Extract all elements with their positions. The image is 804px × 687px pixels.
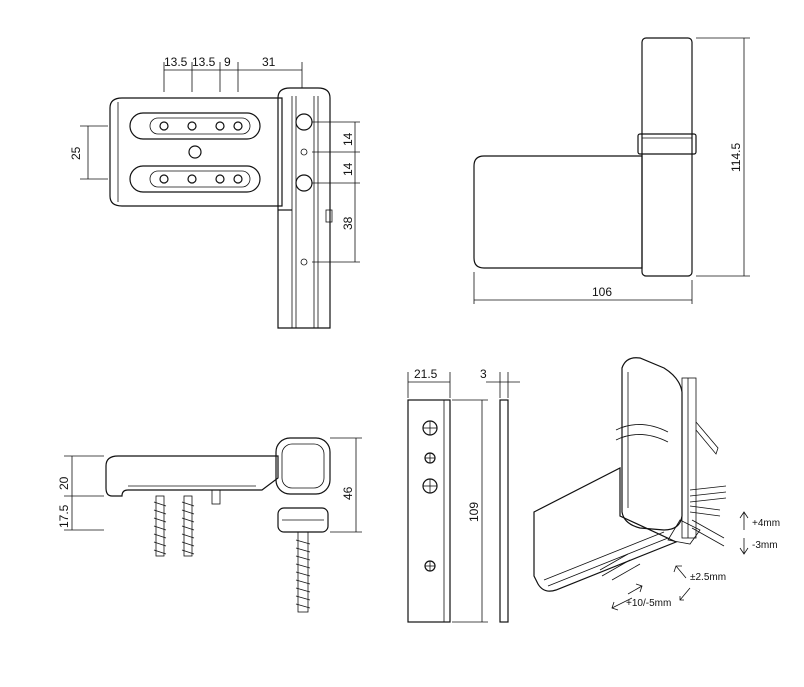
front-plate-view [80,62,360,329]
dim-17-5: 17.5 [57,504,71,528]
dim-left-25: 25 [69,146,83,160]
adjust-depth: +10/-5mm [626,598,671,609]
side-view [473,37,750,304]
isometric-view [533,357,749,611]
dim-height-114-5: 114.5 [729,143,743,172]
dim-3: 3 [480,367,487,381]
adjust-side: ±2.5mm [690,572,726,583]
dim-109: 109 [467,502,481,522]
dim-right-3: 38 [341,216,355,230]
dim-21-5: 21.5 [414,367,438,381]
dim-top-2: 13.5 [192,55,216,69]
dim-top-4: 31 [262,55,276,69]
dim-top-3: 9 [224,55,231,69]
adjust-vertical-down: -3mm [752,540,778,551]
dim-top-1: 13.5 [164,55,188,69]
top-view-with-screws [64,437,362,613]
dim-right-1: 14 [341,132,355,146]
dim-right-2: 14 [341,162,355,176]
cover-plate-view [407,372,520,623]
dim-width-106: 106 [592,285,612,299]
dim-46: 46 [341,486,355,500]
dim-20: 20 [57,476,71,490]
adjust-vertical-up: +4mm [752,518,780,529]
